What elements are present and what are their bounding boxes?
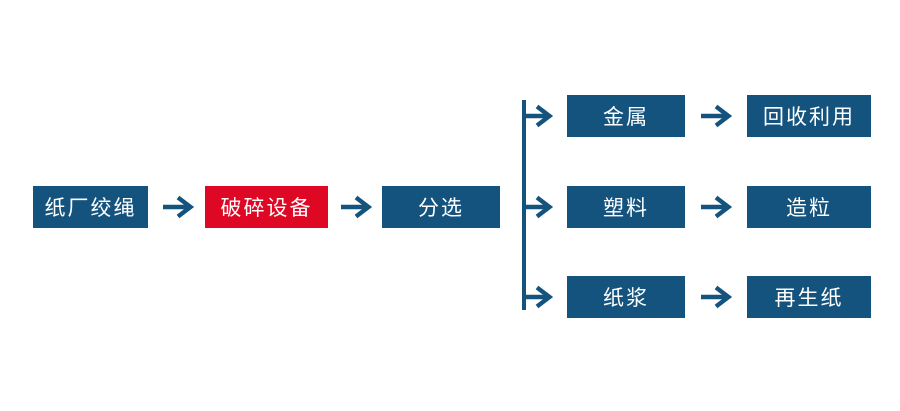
node-granulation: 造粒 xyxy=(747,186,871,228)
node-recycling-reuse: 回收利用 xyxy=(747,95,871,137)
node-pulp-label: 纸浆 xyxy=(603,287,649,310)
node-recycling-reuse-label: 回收利用 xyxy=(763,106,855,129)
arrow-right-icon xyxy=(700,103,734,129)
node-plastic: 塑料 xyxy=(567,186,685,228)
arrow-right-icon xyxy=(700,194,734,220)
node-granulation-label: 造粒 xyxy=(786,197,832,220)
node-crushing-equipment-label: 破碎设备 xyxy=(220,197,313,220)
node-paper-mill-rope-label: 纸厂绞绳 xyxy=(44,197,137,220)
node-crushing-equipment: 破碎设备 xyxy=(205,186,328,228)
arrow-right-icon xyxy=(521,103,555,129)
arrow-right-icon xyxy=(521,284,555,310)
arrow-right-icon xyxy=(162,194,196,220)
node-pulp: 纸浆 xyxy=(567,276,685,318)
node-metal: 金属 xyxy=(567,95,685,137)
node-sorting-label: 分选 xyxy=(418,197,464,220)
node-sorting: 分选 xyxy=(382,186,500,228)
node-metal-label: 金属 xyxy=(603,106,649,129)
node-recycled-paper: 再生纸 xyxy=(747,276,871,318)
arrow-right-icon xyxy=(521,194,555,220)
node-plastic-label: 塑料 xyxy=(603,197,649,220)
arrow-right-icon xyxy=(700,284,734,310)
node-paper-mill-rope: 纸厂绞绳 xyxy=(33,186,148,228)
node-recycled-paper-label: 再生纸 xyxy=(774,287,844,310)
arrow-right-icon xyxy=(340,194,374,220)
